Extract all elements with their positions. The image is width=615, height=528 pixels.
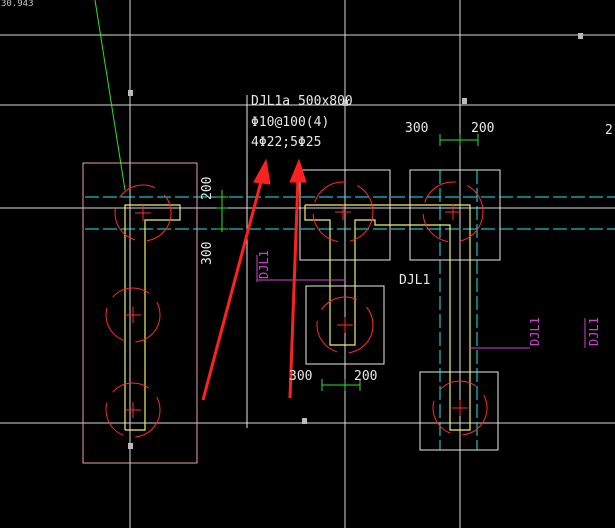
dim-bottom-left: 300 — [289, 369, 313, 384]
beam-outlines — [124, 204, 471, 431]
pile-cap-center — [299, 169, 391, 261]
beam-label-leaders — [256, 255, 586, 349]
corner-readout: 30.943 — [1, 0, 34, 9]
pile-4 — [312, 181, 374, 243]
piles — [105, 181, 488, 438]
pile-cap-middle — [305, 285, 385, 365]
beam-label-far-right-vertical: DJL1 — [587, 317, 601, 346]
pile-cap-right — [409, 169, 501, 261]
pile-5 — [422, 181, 484, 243]
arrow-right-shaft — [288, 177, 300, 399]
dimension-lines — [216, 134, 479, 391]
leader-line — [94, 0, 126, 191]
grid-marks — [128, 33, 583, 449]
pile-3 — [105, 382, 161, 438]
pile-2 — [105, 287, 161, 343]
dim-bottom-right: 200 — [354, 369, 378, 384]
beam-label-left-vertical: DJL1 — [257, 250, 271, 279]
pile-7 — [432, 380, 488, 436]
dim-left-vertical-upper: 200 — [200, 176, 215, 200]
beam-right — [304, 204, 471, 431]
pile-caps — [299, 169, 501, 451]
arrow-left-shaft — [201, 177, 264, 401]
beam-label-right-vertical: DJL1 — [528, 317, 542, 346]
dim-left-vertical-lower: 300 — [200, 241, 215, 265]
annotation-line-2: Φ10@100(4) — [251, 115, 330, 130]
annotation-line-1: DJL1a 500x800 — [251, 94, 353, 109]
left-pile-cap — [82, 162, 198, 464]
edge-text: 2 — [605, 123, 613, 138]
dim-top-left: 300 — [405, 121, 429, 136]
pile-cap-bottom-right — [419, 371, 499, 451]
beam-left — [124, 204, 181, 431]
red-arrows — [201, 158, 307, 401]
beam-edges — [85, 170, 615, 450]
dim-top-right: 200 — [471, 121, 495, 136]
pile-6 — [316, 296, 374, 354]
beam-label-center: DJL1 — [399, 273, 431, 288]
pile-1 — [114, 184, 172, 242]
arrow-right-head — [289, 158, 307, 183]
arrow-left-head — [253, 158, 271, 185]
annotation-line-3: 4Φ22;5Φ25 — [251, 135, 322, 150]
